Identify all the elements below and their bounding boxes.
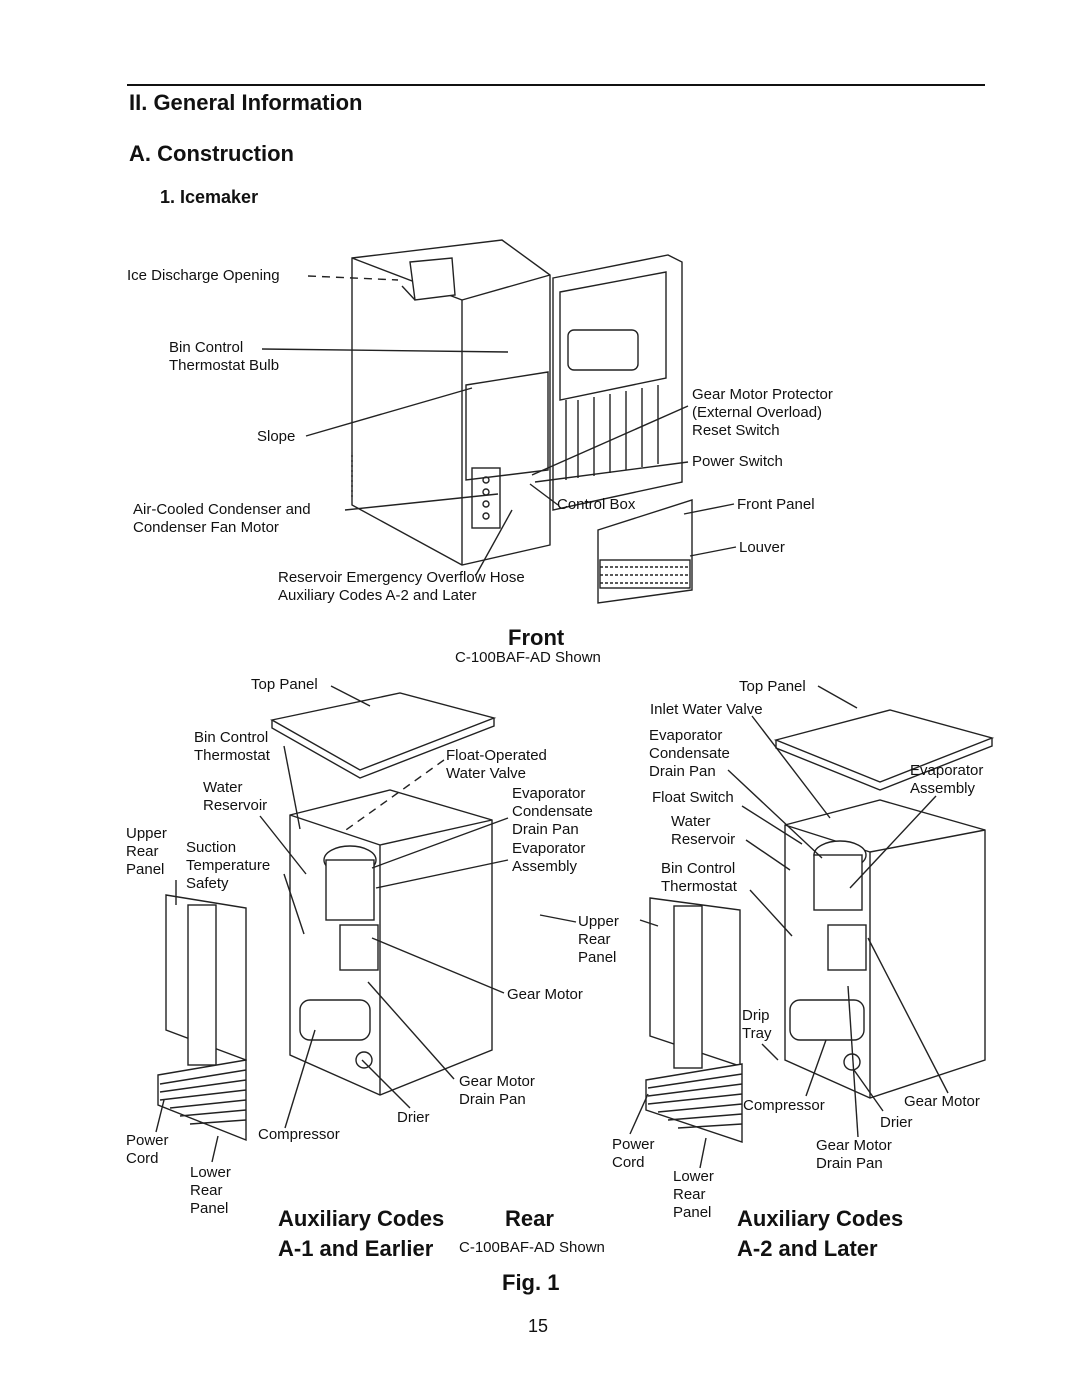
label-upper-rear-panel-mid: Upper Rear Panel [578,913,619,966]
label-slope: Slope [257,428,296,445]
label-lower-rear-panel-right: Lower Rear Panel [673,1168,714,1221]
label-evap-assembly-right: Evaporator Assembly [910,762,984,797]
front-panel-part [597,499,693,604]
label-evap-drain-left: Evaporator Condensate Drain Pan [512,785,593,838]
label-suction-safety: Suction Temperature Safety [186,839,271,892]
caption-aux-right-2: A-2 and Later [737,1236,878,1261]
front-cabinet [351,239,683,566]
item-heading: 1. Icemaker [160,187,259,207]
label-evap-assembly-left: Evaporator Assembly [512,840,586,875]
label-evap-drain-right: Evaporator Condensate Drain Pan [649,727,730,780]
label-float-valve: Float-Operated Water Valve [446,747,547,782]
label-upper-rear-panel-left: Upper Rear Panel [126,825,167,878]
page-number: 15 [528,1316,549,1336]
label-louver: Louver [739,539,785,556]
rear-model-note: C-100BAF-AD Shown [459,1239,605,1256]
label-gear-motor-left: Gear Motor [507,986,583,1003]
figure-label: Fig. 1 [502,1270,560,1295]
subsection-heading: A. Construction [129,141,294,166]
caption-aux-right-1: Auxiliary Codes [737,1206,904,1231]
label-control-box: Control Box [557,496,636,513]
label-power-switch: Power Switch [692,453,783,470]
label-condenser: Air-Cooled Condenser and Condenser Fan M… [133,501,311,536]
label-bin-control-right: Bin Control Thermostat [661,860,737,895]
caption-front: Front [508,625,565,650]
label-top-panel-right: Top Panel [739,678,806,695]
label-bin-control-bulb: Bin Control Thermostat Bulb [169,339,280,374]
label-gear-motor-protector: Gear Motor Protector (External Overload)… [692,386,833,439]
label-bin-control-left: Bin Control Thermostat [194,729,270,764]
header-rule [127,84,985,86]
label-drip-tray: Drip Tray [742,1007,772,1042]
section-heading: II. General Information [129,90,363,115]
label-lower-rear-panel-left: Lower Rear Panel [190,1164,231,1217]
label-float-switch: Float Switch [652,789,734,806]
label-power-cord-right: Power Cord [612,1136,655,1171]
label-compressor-right: Compressor [743,1097,825,1114]
label-front-panel: Front Panel [737,496,815,513]
label-gear-motor-drain-right: Gear Motor Drain Pan [816,1137,892,1172]
label-water-reservoir-right: Water Reservoir [671,813,736,848]
caption-aux-left-1: Auxiliary Codes [278,1206,445,1231]
label-drier-left: Drier [397,1109,430,1126]
label-drier-right: Drier [880,1114,913,1131]
caption-aux-left-2: A-1 and Earlier [278,1236,434,1261]
label-power-cord-left: Power Cord [126,1132,169,1167]
label-gear-motor-right: Gear Motor [904,1093,980,1110]
label-compressor-left: Compressor [258,1126,340,1143]
label-ice-discharge: Ice Discharge Opening [127,267,280,284]
caption-rear: Rear [505,1206,554,1231]
label-gear-motor-drain-left: Gear Motor Drain Pan [459,1073,535,1108]
front-model-note: C-100BAF-AD Shown [455,649,601,666]
label-water-reservoir-left: Water Reservoir [203,779,268,814]
label-inlet-valve: Inlet Water Valve [650,701,763,718]
rear-left-unit [157,692,497,1142]
label-overflow-hose: Reservoir Emergency Overflow Hose Auxili… [278,569,525,604]
label-top-panel-left: Top Panel [251,676,318,693]
